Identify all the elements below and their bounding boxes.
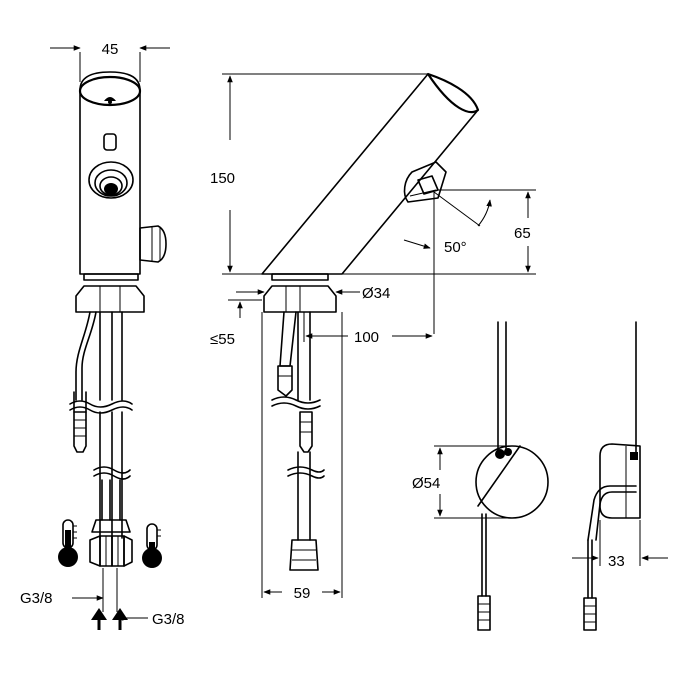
dim-height-total: 150 [210,73,428,275]
side-sensor [403,161,447,203]
front-cable-connector [73,411,87,453]
front-side-nut [139,225,167,263]
side-cable-connector [277,365,293,397]
side-fitting [289,539,319,571]
label-thread-right: G3/8 [152,611,185,628]
dim-deck-thickness: ≤55 [210,299,262,348]
front-view [69,71,167,567]
label-height-total: 150 [210,170,235,187]
label-thread-left: G3/8 [20,590,53,607]
front-break-line [69,400,133,408]
dim-thread: G3/8 G3/8 [20,568,185,628]
label-reach: 100 [354,329,379,346]
side-view [261,72,480,571]
dim-hose-spacing: 59 [261,312,343,602]
control-box-connector [477,595,491,631]
dim-base-diameter: Ø34 [236,285,390,302]
front-sensor-window [103,133,117,151]
thermometer-hot-icon [58,519,78,567]
side-mounting-plate [263,285,337,313]
dim-box-diameter: Ø54 [412,445,512,519]
control-box-side-connector [583,597,597,631]
front-push-button [88,161,134,199]
front-top-cap [78,75,142,107]
front-logo-icon [104,97,116,101]
front-mounting-plate [75,285,145,313]
dim-sensor-height: 65 [342,189,536,275]
label-hose-spacing: 59 [294,585,311,602]
label-box-diameter: Ø54 [412,475,440,492]
dim-box-depth: 33 [572,520,668,570]
label-deck-thickness: ≤55 [210,331,235,348]
dim-sensor-angle: 50° [403,191,492,334]
label-sensor-height: 65 [514,225,531,242]
up-arrow-icon [91,608,128,630]
thermometer-cold-icon [142,523,162,568]
dim-width-top: 45 [50,41,170,82]
front-sensor-cable [81,311,97,401]
control-box-side [583,321,641,631]
label-box-depth: 33 [608,553,625,570]
label-sensor-angle: 50° [444,239,467,256]
control-box-front [475,321,549,631]
front-fitting-left [89,535,101,567]
label-width-top: 45 [102,41,119,58]
dim-reach: 100 [303,312,433,346]
control-box-side-body [599,443,641,519]
label-base-diameter: Ø34 [362,285,390,302]
